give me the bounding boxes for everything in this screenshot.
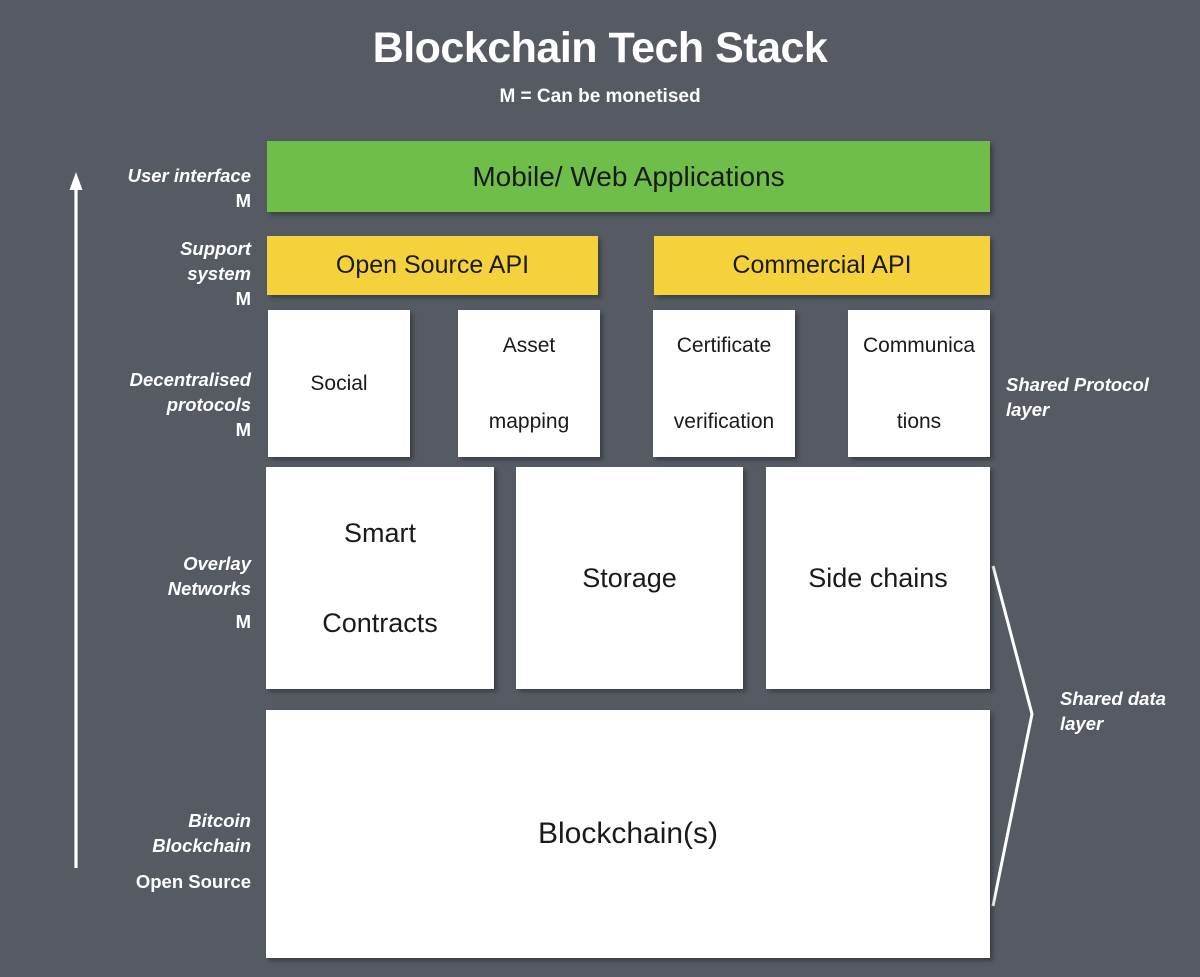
box-label: Social <box>310 371 368 395</box>
legend-note: M = Can be monetised <box>499 86 701 107</box>
axis-label-user-interface: User interface M <box>21 163 251 213</box>
stack-box-social[interactable]: Social <box>268 310 410 457</box>
stack-box-side-chains[interactable]: Side chains <box>766 467 990 689</box>
monetised-marker: M <box>235 288 251 309</box>
box-label: Side chains <box>808 562 948 593</box>
box-label: Mobile/ Web Applications <box>472 160 785 192</box>
right-label-line2: data layer <box>1060 688 1166 734</box>
box-label: Storage <box>582 562 677 593</box>
axis-label-open-source: Open Source <box>21 869 251 894</box>
monetised-marker: M <box>235 611 251 632</box>
stack-box-open-source-api[interactable]: Open Source API <box>267 236 598 295</box>
axis-label-text: User interface <box>127 165 251 186</box>
stack-box-mobile-web-applications[interactable]: Mobile/ Web Applications <box>267 141 990 212</box>
right-label-shared-data-layer: Shared data layer <box>1060 686 1200 736</box>
box-label: Open Source API <box>335 251 530 279</box>
right-label-shared-protocol-layer: Shared Protocol layer <box>1006 372 1196 422</box>
stack-box-storage[interactable]: Storage <box>516 467 743 689</box>
right-label-line1: Shared <box>1060 688 1123 709</box>
box-label: Commercial API <box>732 251 912 279</box>
right-label-line1: Shared <box>1006 374 1069 395</box>
right-label-line2: Protocol layer <box>1006 374 1149 420</box>
monetised-marker: M <box>235 419 251 440</box>
box-label: Blockchain(s) <box>537 817 719 850</box>
stack-box-commercial-api[interactable]: Commercial API <box>654 236 990 295</box>
shared-data-layer-brace <box>991 565 1034 907</box>
axis-label-text: Open Source <box>135 871 251 892</box>
monetised-marker: M <box>235 190 251 211</box>
stack-box-blockchains[interactable]: Blockchain(s) <box>266 710 990 958</box>
page-title: Blockchain Tech Stack <box>372 24 828 72</box>
